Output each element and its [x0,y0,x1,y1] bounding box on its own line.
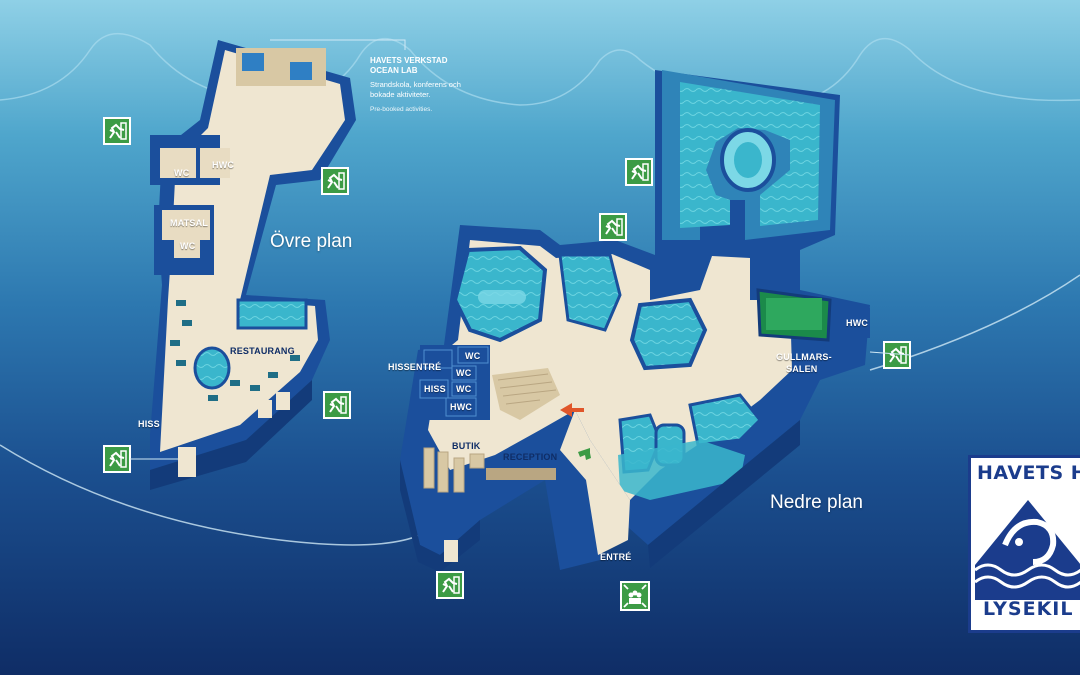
room-label-hwc: HWC [846,318,869,328]
room-label-wc: WC [465,351,481,361]
callout-description: Strandskola, konferens och bokade aktivi… [370,80,461,99]
room-label-hissentre: HISSENTRÉ [388,362,442,372]
room-label-hwc: HWC [212,160,235,170]
room-label-restaurang: RESTAURANG [230,346,295,356]
room-label-gullmarssalen-2: SALEN [786,364,818,374]
room-label-wc: WC [174,168,190,178]
room-label-butik: BUTIK [452,441,481,451]
upper-plan-title: Övre plan [270,231,353,252]
lower-plan-building [400,70,870,572]
upper-plan-building [150,40,356,490]
lower-plan-title: Nedre plan [770,492,863,513]
callout-title-2: OCEAN LAB [370,66,418,75]
room-label-gullmarssalen-1: GULLMARS- [776,352,832,362]
room-label-wc: WC [180,241,196,251]
logo-bottom-text: LYSEKIL [983,598,1074,620]
logo-emblem-icon [975,500,1080,600]
room-label-hiss: HISS [424,384,446,394]
room-label-wc: WC [456,384,472,394]
sea-waves [0,32,1080,106]
room-label-hiss: HISS [138,419,160,429]
room-label-hwc: HWC [450,402,473,412]
room-label-entre: ENTRÉ [600,552,632,562]
room-label-reception: RECEPTION [503,452,558,462]
ocean-lab-callout: HAVETS VERKSTAD OCEAN LAB Strandskola, k… [370,56,470,113]
room-label-matsal: MATSAL [170,218,209,228]
room-label-wc: WC [456,368,472,378]
assembly-point-icon [620,581,650,611]
callout-note: Pre-booked activities. [370,106,433,113]
emergency-exit-signs [103,117,911,599]
callout-title-1: HAVETS VERKSTAD [370,56,448,65]
direction-arrow-icon [560,403,584,417]
direction-arrow-icon [578,448,591,460]
havets-hus-logo: HAVETS HUS LYSEKIL [968,455,1080,633]
logo-top-text: HAVETS HUS [977,462,1080,484]
